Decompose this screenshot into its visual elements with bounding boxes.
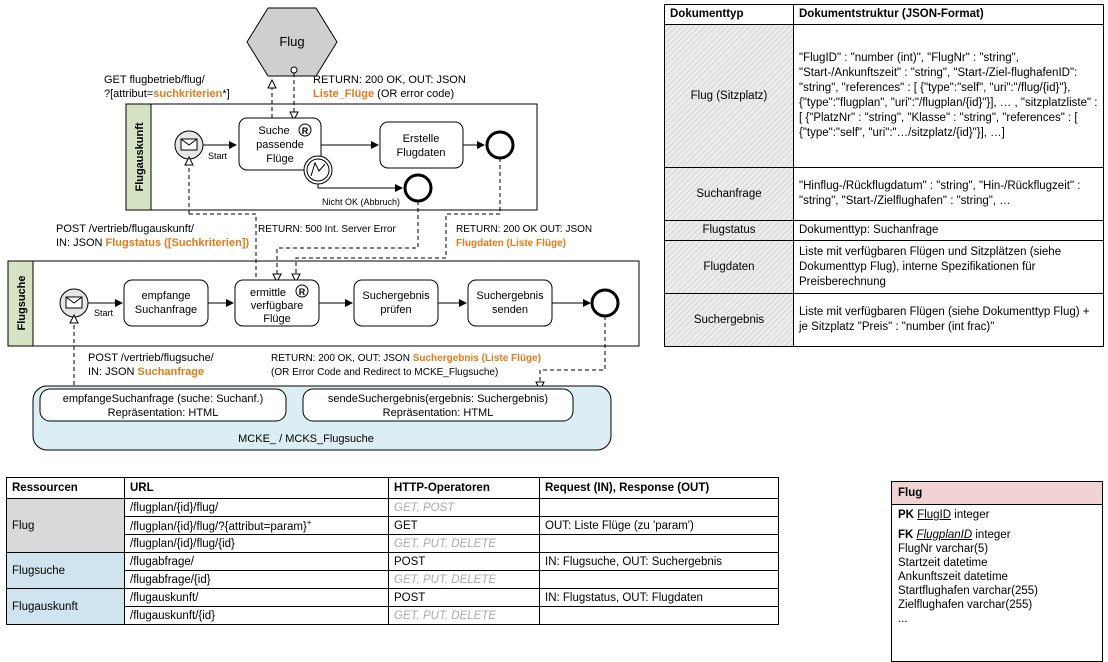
lane-flugsuche-label-bg xyxy=(7,260,34,347)
res-header-resource: Ressourcen xyxy=(6,477,125,499)
svg-text:Repräsentation: HTML: Repräsentation: HTML xyxy=(108,407,219,419)
mcke-sende-box[interactable] xyxy=(302,388,574,422)
entity-attr: Startzeit datetime xyxy=(898,557,988,569)
entity-attr: FlugNr varchar(5) xyxy=(898,543,989,555)
get-label-1: GET flugbetrieb/flug/ xyxy=(104,74,206,86)
svg-text:Flugdaten: Flugdaten xyxy=(397,147,446,159)
svg-text:senden: senden xyxy=(492,304,528,316)
svg-text:verfügbare: verfügbare xyxy=(251,300,304,312)
document-type-table: Dokumenttyp Dokumentstruktur (JSON-Forma… xyxy=(664,4,1104,347)
task-pruefen xyxy=(353,279,439,327)
svg-text:Suchergebnis: Suchergebnis xyxy=(476,290,544,302)
resource-table: Ressourcen URL HTTP-Operatoren Request (… xyxy=(6,477,779,625)
table-row: Suchanfrage"Hinflug-/Rückflugdatum" : "s… xyxy=(664,167,1104,221)
res-header-ops: HTTP-Operatoren xyxy=(388,477,540,499)
svg-text:Suche: Suche xyxy=(258,125,289,137)
svg-text:IN: JSON Suchanfrage: IN: JSON Suchanfrage xyxy=(88,366,204,378)
svg-text:(OR Error Code and Redirect to: (OR Error Code and Redirect to MCKE_Flug… xyxy=(271,367,498,378)
svg-text:passende: passende xyxy=(256,139,304,151)
svg-text:POST /vertrieb/flugauskunft/: POST /vertrieb/flugauskunft/ xyxy=(56,223,195,235)
table-row: Flugsuche /flugabfrage/ POST IN: Flugsuc… xyxy=(6,552,779,589)
res-header-url: URL xyxy=(124,477,389,499)
table-row: Flug /flugplan/{id}/flug/ GET, POST xyxy=(6,498,779,553)
svg-text:Flüge: Flüge xyxy=(266,153,294,165)
end-event-top xyxy=(485,130,515,160)
entity-attr: Ankunftszeit datetime xyxy=(898,571,1008,583)
svg-text:empfange: empfange xyxy=(142,290,191,302)
mcke-empfange-box[interactable] xyxy=(39,388,287,422)
svg-text:sendeSuchergebnis(ergebnis: Su: sendeSuchergebnis(ergebnis: Suchergebnis… xyxy=(328,393,548,405)
lane-flugauskunft-label: Flugauskunft xyxy=(134,122,146,191)
svg-text:ermittle: ermittle xyxy=(250,287,286,299)
svg-text:Repräsentation: HTML: Repräsentation: HTML xyxy=(383,407,494,419)
task-erstelle xyxy=(379,121,464,169)
svg-text:RETURN: 500 Int. Server Error: RETURN: 500 Int. Server Error xyxy=(258,224,396,235)
svg-text:Suchergebnis: Suchergebnis xyxy=(362,290,430,302)
return-top-1: RETURN: 200 OK, OUT: JSON xyxy=(313,74,466,86)
get-label-2: ?[attribut=suchkriterien*] xyxy=(104,88,230,100)
table-row: Flug (Sitzplatz)"FlugID" : "number (int)… xyxy=(664,24,1104,168)
svg-text:IN: JSON Flugstatus ([Suchkrit: IN: JSON Flugstatus ([Suchkriterien]) xyxy=(56,237,249,249)
svg-text:Start: Start xyxy=(94,308,114,318)
entity-attr: Startflughafen varchar(255) xyxy=(898,585,1038,597)
doc-header-structure: Dokumentstruktur (JSON-Format) xyxy=(793,4,1104,25)
start-label-top: Start xyxy=(208,151,228,161)
mcke-title: MCKE_ / MCKS_Flugsuche xyxy=(238,433,374,445)
table-row: /flugabfrage/{id} GET, PUT, DELETE xyxy=(7,570,779,589)
svg-text:Erstelle: Erstelle xyxy=(403,133,440,145)
table-row: /flugplan/{id}/flug/?{attribut=param}+ G… xyxy=(7,516,779,535)
entity-pk: PK FlugID integer xyxy=(898,509,990,521)
svg-text:R: R xyxy=(299,287,306,297)
svg-text:Suchanfrage: Suchanfrage xyxy=(135,304,197,316)
svg-text:prüfen: prüfen xyxy=(380,304,411,316)
lane-flugsuche xyxy=(32,260,640,347)
task-senden xyxy=(467,279,553,327)
table-row: /flugplan/{id}/flug/{id} GET, PUT, DELET… xyxy=(7,534,779,553)
flug-hexagon xyxy=(246,7,338,77)
lane-flugsuche-label: Flugsuche xyxy=(16,275,28,330)
lane-flugauskunft xyxy=(150,103,538,211)
svg-text:empfangeSuchanfrage (suche: Su: empfangeSuchanfrage (suche: Suchanf.) xyxy=(63,393,264,405)
entity-title: Flug xyxy=(892,482,1102,505)
entity-fk: FK FlugplanID integer xyxy=(898,529,1011,541)
svg-text:RETURN: 200 OK, OUT: JSON Suc: RETURN: 200 OK, OUT: JSON Suchergebnis (… xyxy=(271,353,541,364)
svg-text:Flugdaten (Liste Flüge): Flugdaten (Liste Flüge) xyxy=(456,238,566,249)
end-event-bottom xyxy=(590,288,620,318)
table-row: /flugauskunft/{id} GET, PUT, DELETE xyxy=(7,606,779,625)
svg-text:R: R xyxy=(302,126,309,136)
end-event-error xyxy=(403,173,433,203)
return-top-2: Liste_Flüge (OR error code) xyxy=(313,88,454,100)
task-empfange xyxy=(123,279,209,327)
doc-header-type: Dokumenttyp xyxy=(664,4,794,25)
entity-attr: Zielflughafen varchar(255) xyxy=(898,599,1033,611)
nicht-ok-label: Nicht OK (Abbruch) xyxy=(322,197,400,207)
table-row: Flugauskunft /flugauskunft/ POST IN: Flu… xyxy=(6,588,779,625)
svg-text:RETURN: 200 OK OUT: JSON: RETURN: 200 OK OUT: JSON xyxy=(456,224,592,235)
entity-attr: ... xyxy=(898,613,908,625)
bpmn-diagram: Flug GET flugbetrieb/flug/ ?[attribut=su… xyxy=(7,7,640,451)
res-header-io: Request (IN), Response (OUT) xyxy=(539,477,779,499)
entity-flug: Flug PK FlugID integer FK FlugplanID int… xyxy=(891,481,1103,662)
flug-hexagon-label: Flug xyxy=(279,34,304,49)
svg-text:Flüge: Flüge xyxy=(263,313,291,325)
svg-text:POST /vertrieb/flugsuche/: POST /vertrieb/flugsuche/ xyxy=(88,352,215,364)
